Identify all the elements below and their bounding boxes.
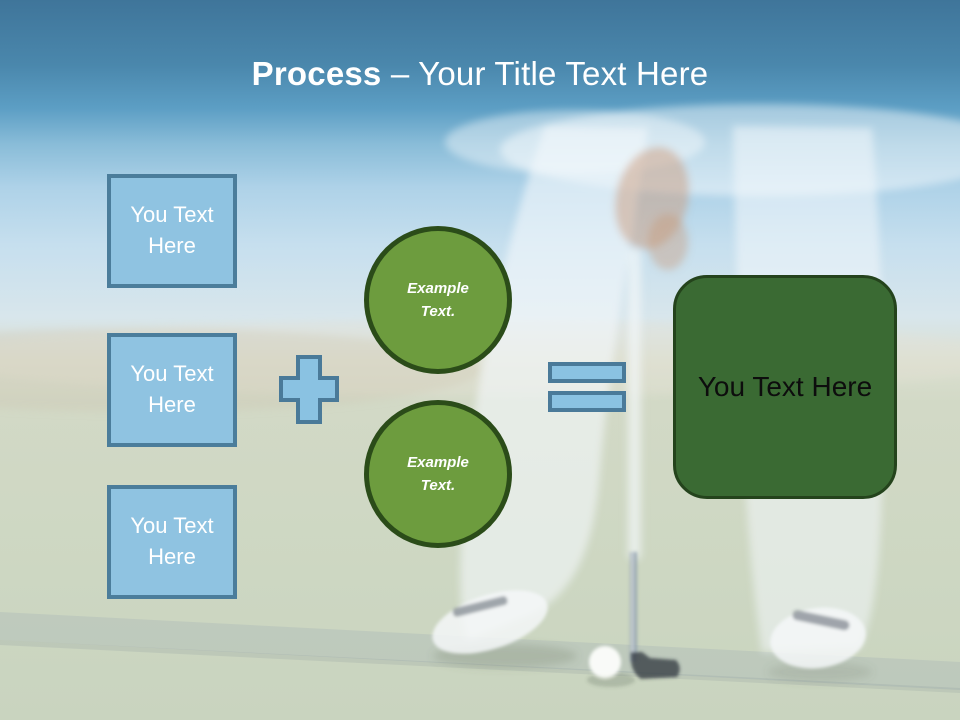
putter-head bbox=[630, 652, 680, 679]
page-title-rest: – Your Title Text Here bbox=[381, 55, 709, 92]
equals-top-bar bbox=[548, 362, 626, 383]
input-box-1: You Text Here bbox=[107, 174, 237, 288]
golfer-thumb bbox=[648, 214, 688, 270]
input-box-1-label: You Text Here bbox=[130, 202, 214, 258]
golf-club-shaft-highlight bbox=[631, 552, 634, 662]
result-box: You Text Here bbox=[673, 275, 897, 499]
ground-shadow-band bbox=[0, 612, 960, 690]
golfer-torso-haze bbox=[500, 104, 960, 196]
input-box-3: You Text Here bbox=[107, 485, 237, 599]
equals-bottom-bar bbox=[548, 391, 626, 412]
result-box-label: You Text Here bbox=[697, 371, 873, 402]
left-shoe-buckle bbox=[452, 596, 508, 617]
golf-ball bbox=[589, 646, 621, 678]
example-circle-1: Example Text. bbox=[364, 226, 512, 374]
golfer-hand bbox=[614, 146, 690, 250]
golf-club-grip bbox=[628, 248, 641, 560]
golfer-left-shoe bbox=[432, 590, 548, 654]
left-shoe-shadow bbox=[433, 644, 577, 668]
example-circle-1-label: Example Text. bbox=[407, 279, 469, 320]
ground-shadow-line bbox=[0, 640, 960, 693]
input-box-2: You Text Here bbox=[107, 333, 237, 447]
golfer-right-shoe bbox=[770, 607, 866, 669]
page-title: Process – Your Title Text Here bbox=[0, 54, 960, 94]
equals-icon bbox=[548, 362, 626, 412]
golfer-sleeve bbox=[445, 110, 705, 174]
input-box-3-label: You Text Here bbox=[130, 513, 214, 569]
golf-ball-shadow bbox=[587, 673, 635, 687]
plus-icon bbox=[279, 355, 339, 424]
page-title-emphasis: Process bbox=[251, 55, 382, 92]
example-circle-2: Example Text. bbox=[364, 400, 512, 548]
right-shoe-buckle bbox=[792, 610, 850, 631]
example-circle-2-label: Example Text. bbox=[407, 453, 469, 494]
golf-club-shaft bbox=[630, 552, 637, 662]
right-shoe-shadow bbox=[768, 662, 872, 682]
input-box-2-label: You Text Here bbox=[130, 361, 214, 417]
